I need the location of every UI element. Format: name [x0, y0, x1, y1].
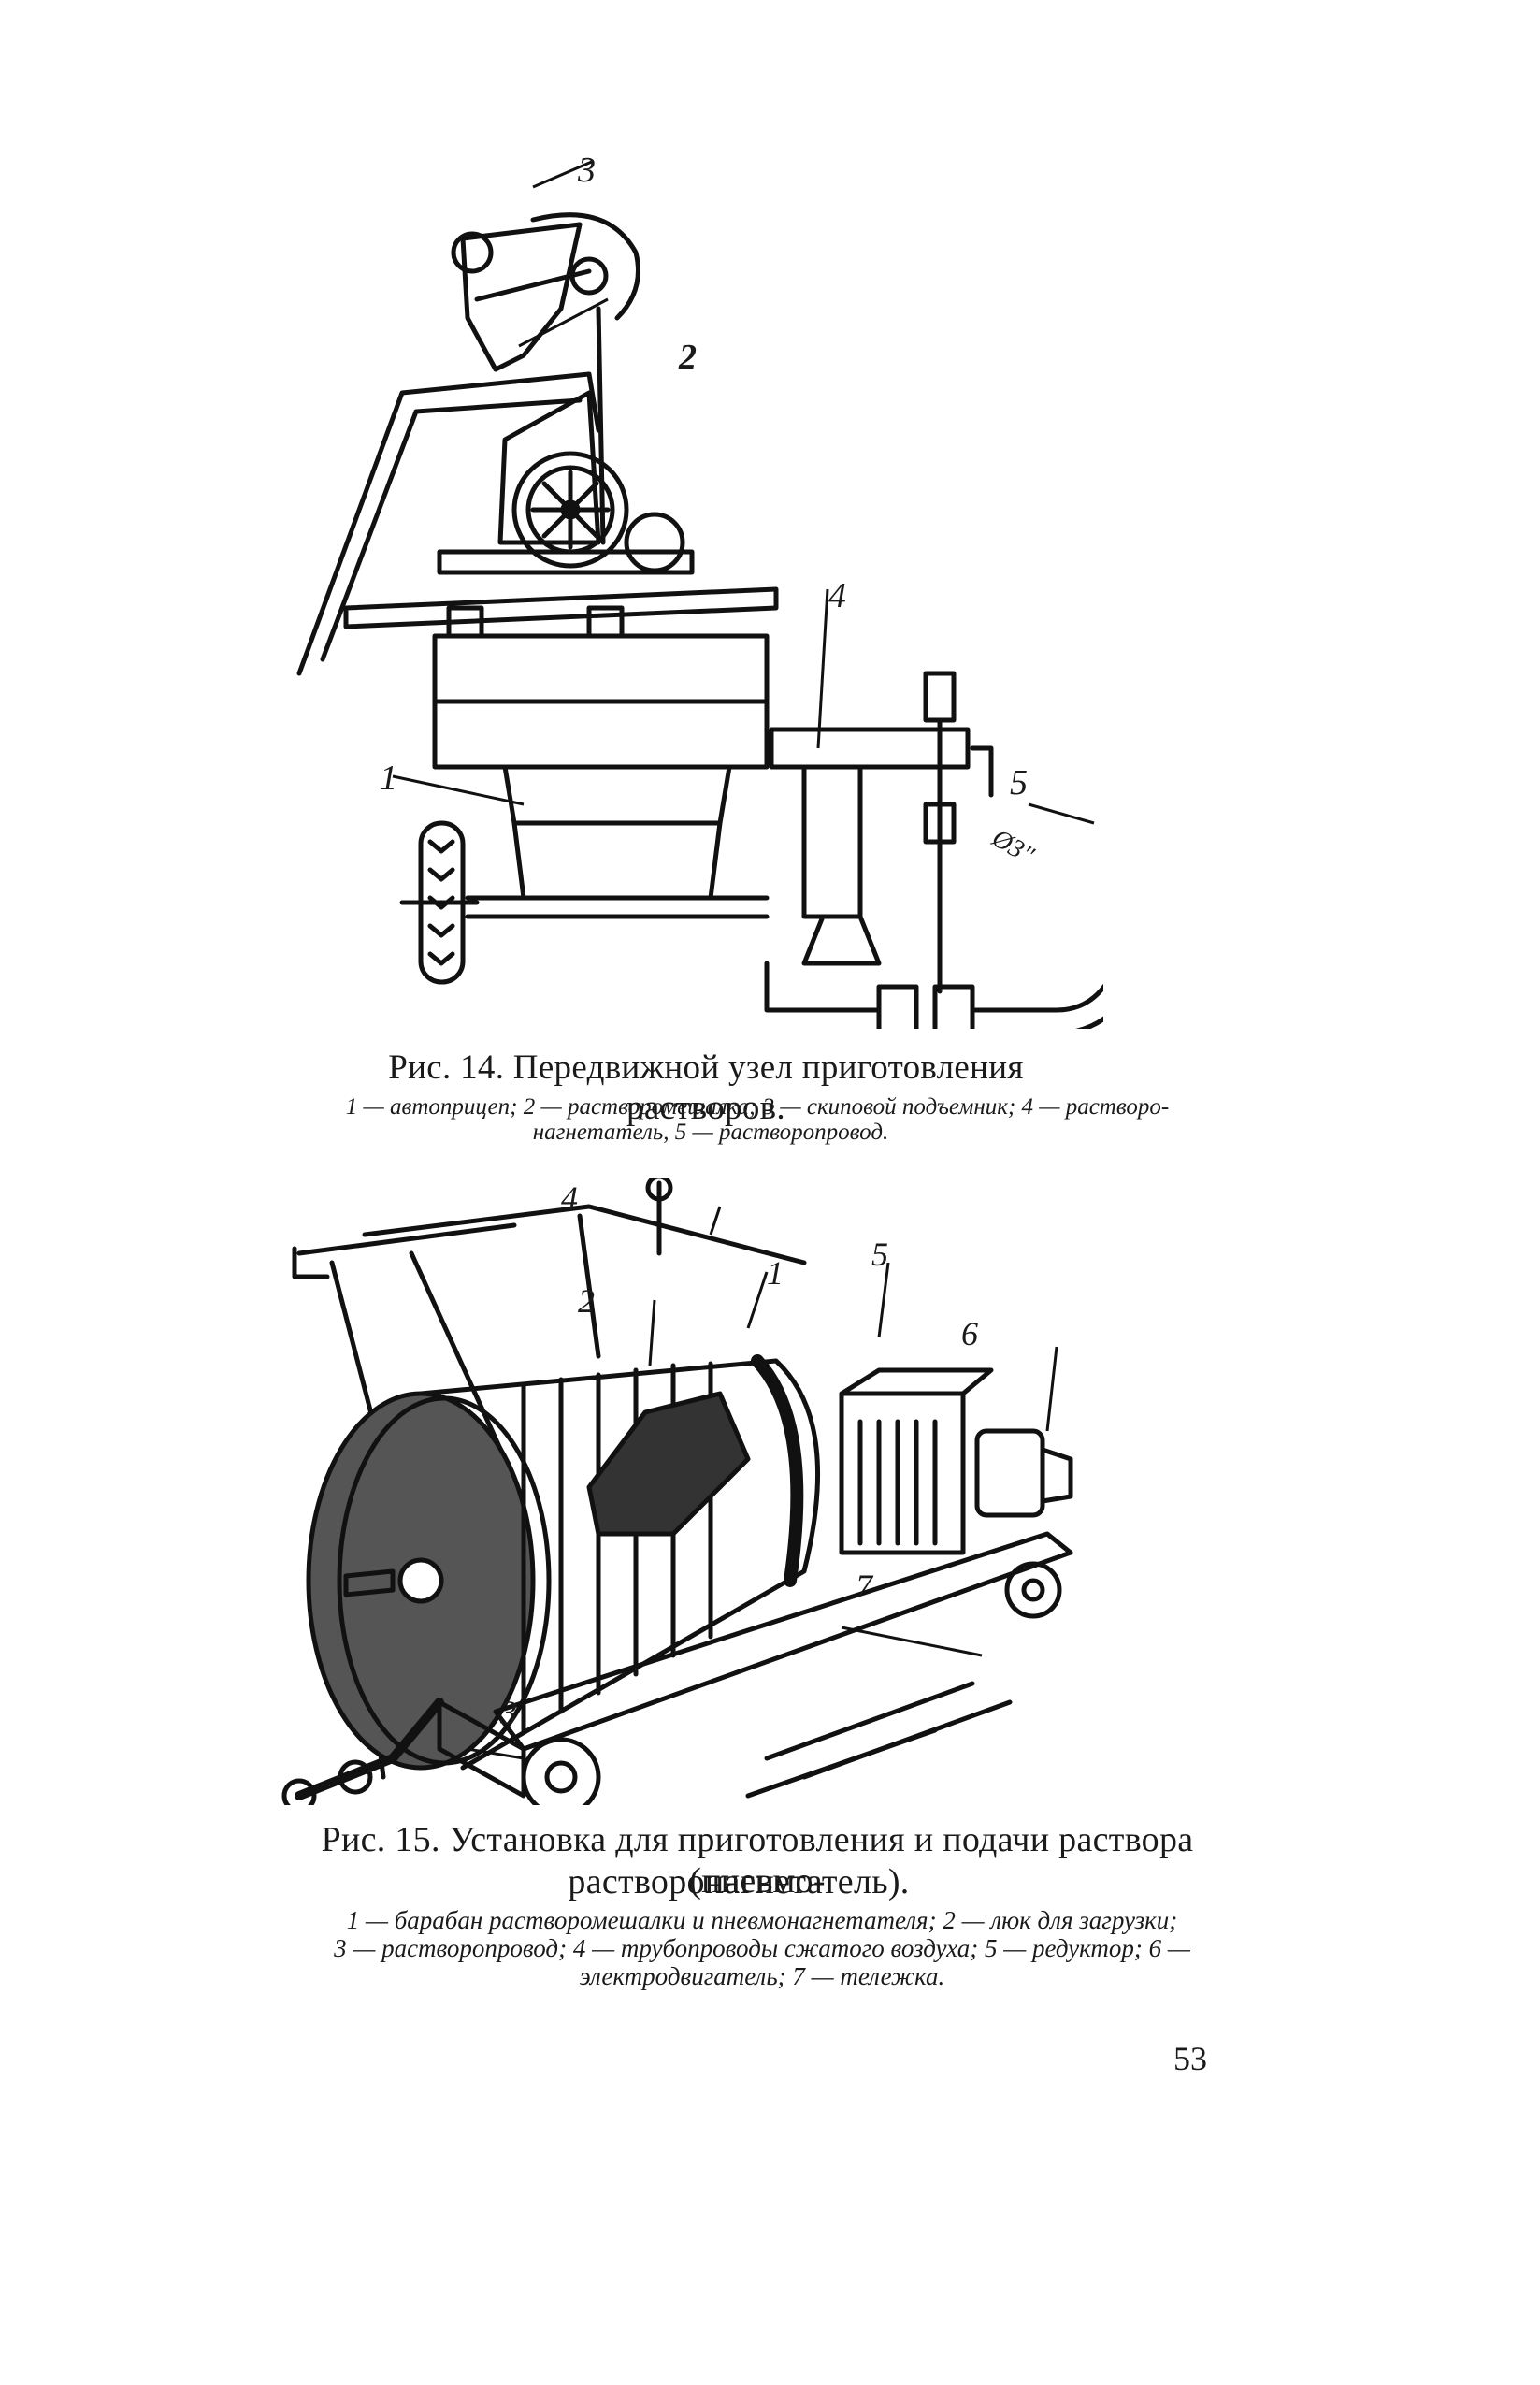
- callout-3-fig14: 3: [578, 151, 596, 190]
- figure-15-caption-title-line-1: Рис. 15. Установка для приготовления и п…: [321, 1820, 1194, 1901]
- figure-15-legend-line-1: 1 — барабан растворомешалки и пневмонагн…: [346, 1906, 1178, 1934]
- figure-14-legend-line-1: 1 — автоприцеп; 2 — растворомешалка; 3 —…: [345, 1094, 1170, 1120]
- figure-15-drawing: [281, 1178, 1085, 1805]
- mobile-mortar-unit-illustration: [296, 159, 1103, 1029]
- callout-1-fig15: 1: [767, 1254, 784, 1292]
- figure-14-caption-title: Рис. 14. Передвижной узел приготовления …: [388, 1048, 1024, 1127]
- callout-6-fig15: 6: [961, 1315, 978, 1352]
- figure-15-caption-title-line-2: растворонагнетатель).: [568, 1862, 910, 1901]
- figure-15-legend-line-3: электродвигатель; 7 — тележка.: [579, 1962, 945, 1990]
- callout-5-fig14: 5: [1010, 763, 1028, 802]
- callout-4-fig14: 4: [828, 576, 846, 615]
- callout-3-fig15: 3: [500, 1694, 517, 1731]
- callout-5-fig15: 5: [871, 1236, 888, 1273]
- figure-14-drawing: [281, 150, 1103, 1029]
- callout-2-fig15: 2: [578, 1282, 595, 1320]
- callout-4-fig15: 4: [561, 1179, 578, 1217]
- callout-7-fig15: 7: [856, 1568, 872, 1605]
- callout-2-fig14: 2: [679, 338, 697, 377]
- pneumatic-mortar-pump-illustration: [281, 1178, 1073, 1805]
- page-number: 53: [1173, 2040, 1207, 2077]
- callout-1-fig14: 1: [380, 759, 397, 798]
- figure-15-legend-line-2: 3 — растворопровод; 4 — трубопроводы сжа…: [334, 1934, 1190, 1962]
- figure-14-legend-line-2: нагнетатель, 5 — растворопровод.: [532, 1120, 889, 1145]
